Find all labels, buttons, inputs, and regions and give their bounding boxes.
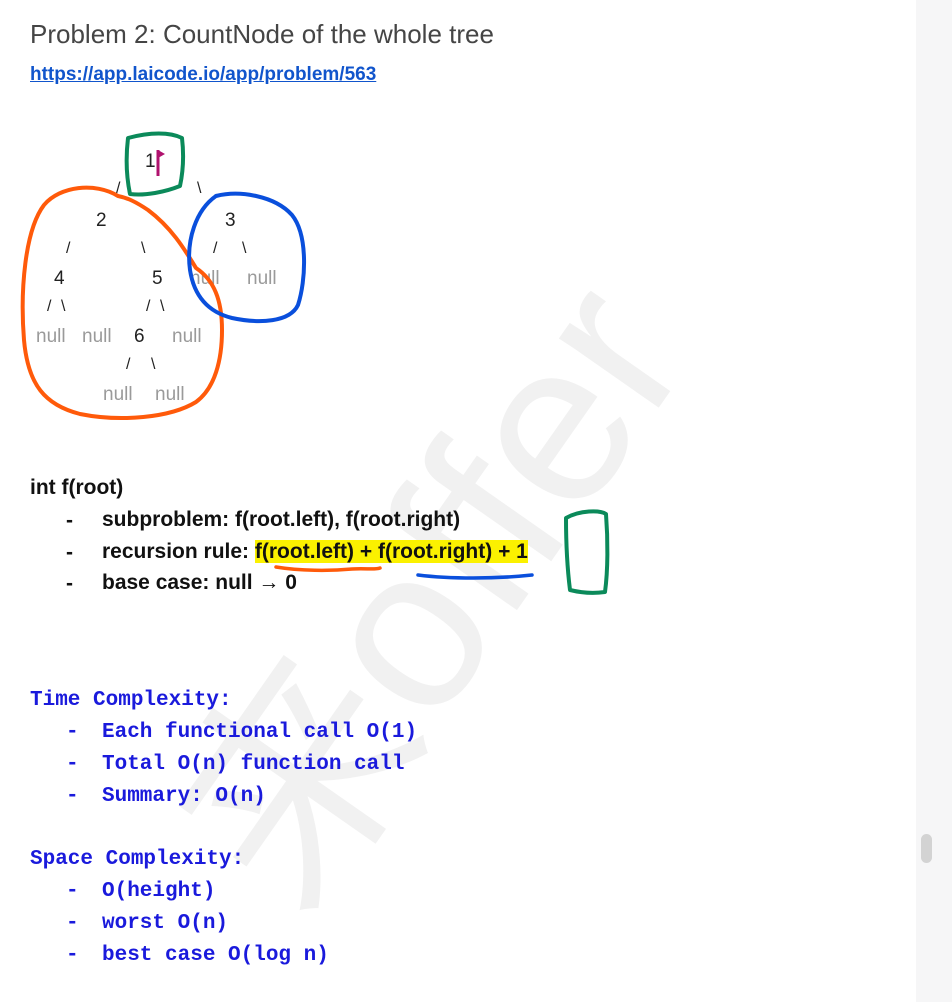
tree-node-llr: null	[82, 326, 112, 347]
tree-edge: /	[213, 240, 218, 257]
tree-edge: \	[141, 240, 146, 257]
recursion-formula: f(root.left) + f(root.right) + 1	[254, 540, 528, 563]
bullet-mark: -	[66, 880, 79, 903]
bullet-mark: -	[66, 912, 79, 935]
tree-edge: /	[47, 298, 52, 315]
tree-edge: \	[242, 240, 247, 257]
document-page: 来offer Problem 2: CountNode of the whole…	[20, 19, 734, 967]
orange-underline	[274, 565, 382, 573]
bullet-mark: -	[66, 572, 73, 595]
tree-node-rl: null	[190, 268, 220, 289]
tree-node-left: 2	[96, 210, 107, 231]
tree-edge: /	[66, 240, 71, 257]
tree-node-root: 1	[145, 151, 156, 172]
tree-node-right: 3	[225, 210, 236, 231]
bullet-mark: -	[66, 721, 79, 744]
subproblem-text: subproblem: f(root.left), f(root.right)	[102, 508, 461, 531]
tree-node-rr: null	[247, 268, 277, 289]
tree-node-lrr: null	[172, 326, 202, 347]
bullet-mark: -	[66, 541, 73, 564]
space-complexity-heading: Space Complexity:	[30, 848, 245, 871]
tree-edge: \	[197, 180, 202, 197]
time-item: Total O(n) function call	[102, 753, 405, 776]
tree-node-lll: null	[36, 326, 66, 347]
space-item: best case O(log n)	[102, 944, 329, 967]
tree-edge: /	[116, 180, 121, 197]
scrollbar-thumb[interactable]	[921, 834, 932, 863]
blue-underline	[416, 573, 534, 580]
bullet-mark: -	[66, 753, 79, 776]
problem-link[interactable]: https://app.laicode.io/app/problem/563	[30, 64, 377, 85]
function-signature: int f(root)	[30, 476, 124, 499]
space-item: worst O(n)	[102, 912, 229, 935]
tree-edge: /	[146, 298, 151, 315]
bullet-mark: -	[66, 509, 73, 532]
time-complexity-heading: Time Complexity:	[30, 689, 232, 712]
tree-node-ll: 4	[54, 268, 65, 289]
bullet-mark: -	[66, 785, 79, 808]
tree-node-six-left: null	[103, 384, 133, 405]
magenta-flag-icon	[158, 150, 165, 158]
blue-right-subtree-loop	[187, 191, 306, 324]
recursion-rule-label: recursion rule:	[102, 540, 255, 563]
tree-node-six: 6	[134, 326, 145, 347]
space-item: O(height)	[102, 880, 216, 903]
tree-node-lr: 5	[152, 268, 163, 289]
time-item: Each functional call O(1)	[102, 721, 418, 744]
tree-edge: /	[126, 356, 131, 373]
bullet-mark: -	[66, 944, 79, 967]
page-title: Problem 2: CountNode of the whole tree	[30, 19, 494, 49]
tree-edge: \	[160, 298, 165, 315]
tree-node-six-right: null	[155, 384, 185, 405]
tree-edge: \	[151, 356, 156, 373]
base-case-text: base case: null → 0	[102, 571, 297, 594]
tree-edge: \	[61, 298, 66, 315]
recursion-rule: recursion rule: f(root.left) + f(root.ri…	[102, 540, 528, 564]
time-item: Summary: O(n)	[102, 785, 266, 808]
green-one-box	[564, 509, 610, 595]
